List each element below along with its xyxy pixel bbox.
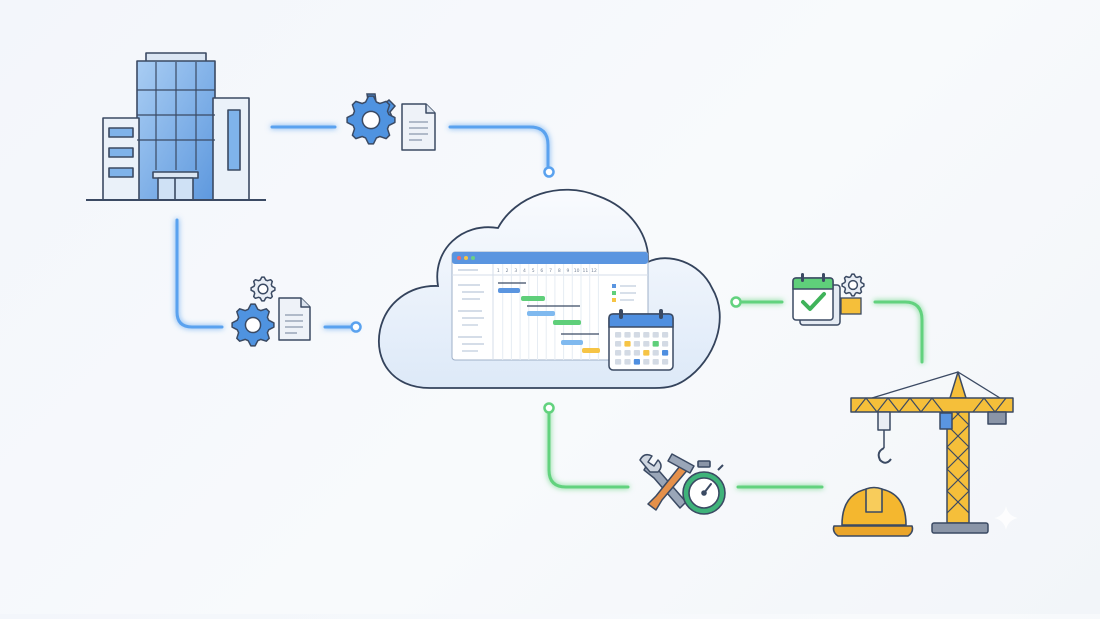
calendar-day-cell	[652, 350, 659, 356]
gantt-column-label: 11	[582, 268, 588, 274]
calendar-day-grid	[615, 332, 669, 365]
connector-cloud-to-tools	[547, 406, 824, 489]
gear-icon-small	[250, 276, 276, 302]
calendar-day-cell	[643, 359, 650, 365]
connector-lines	[175, 125, 924, 489]
calendar-day-cell	[652, 359, 659, 365]
document-icon	[401, 103, 436, 151]
connector-cloud-to-checklist	[735, 300, 924, 364]
calendar-icon	[608, 309, 674, 371]
hard-hat-icon	[832, 486, 914, 537]
gantt-column-label: 3	[514, 268, 517, 274]
calendar-day-cell	[643, 332, 650, 338]
calendar-day-cell	[624, 350, 631, 356]
calendar-day-cell	[615, 359, 622, 365]
document-icon-left	[278, 297, 311, 341]
gantt-column-label: 5	[532, 268, 535, 274]
calendar-day-cell	[624, 341, 631, 347]
gear-icon-top	[346, 95, 396, 145]
calendar-day-cell	[624, 332, 631, 338]
calendar-day-cell	[652, 341, 659, 347]
calendar-day-cell	[662, 341, 669, 347]
calendar-day-cell	[662, 350, 669, 356]
calendar-day-cell	[652, 332, 659, 338]
gantt-column-label: 4	[523, 268, 526, 274]
gantt-column-label: 2	[506, 268, 509, 274]
calendar-day-cell	[633, 332, 640, 338]
calendar-day-cell	[615, 341, 622, 347]
gantt-legend	[612, 284, 636, 302]
task-checklist-icon	[792, 273, 862, 326]
gantt-column-label: 10	[574, 268, 580, 274]
calendar-day-cell	[624, 359, 631, 365]
gear-icon-checklist	[841, 273, 865, 297]
gantt-column-label: 1	[497, 268, 500, 274]
calendar-day-cell	[662, 332, 669, 338]
gantt-column-label: 7	[549, 268, 552, 274]
connector-endpoints	[350, 166, 742, 414]
calendar-day-cell	[643, 350, 650, 356]
stopwatch-icon	[682, 460, 726, 515]
gantt-column-label: 8	[558, 268, 561, 274]
gantt-column-label: 12	[591, 268, 597, 274]
calendar-day-cell	[633, 341, 640, 347]
connector-building-to-cloud-top	[270, 125, 550, 172]
gear-icon-left	[231, 303, 275, 347]
calendar-day-cell	[615, 332, 622, 338]
sparkle-icon	[994, 506, 1018, 530]
gantt-column-label: 9	[567, 268, 570, 274]
calendar-day-cell	[633, 359, 640, 365]
office-building-icon	[86, 52, 266, 201]
calendar-day-cell	[633, 350, 640, 356]
calendar-day-cell	[643, 341, 650, 347]
gantt-column-label: 6	[540, 268, 543, 274]
wrench-hammer-icon	[639, 453, 695, 511]
tower-crane-icon	[850, 371, 1014, 534]
calendar-day-cell	[662, 359, 669, 365]
gantt-bars	[498, 282, 600, 353]
calendar-day-cell	[615, 350, 622, 356]
